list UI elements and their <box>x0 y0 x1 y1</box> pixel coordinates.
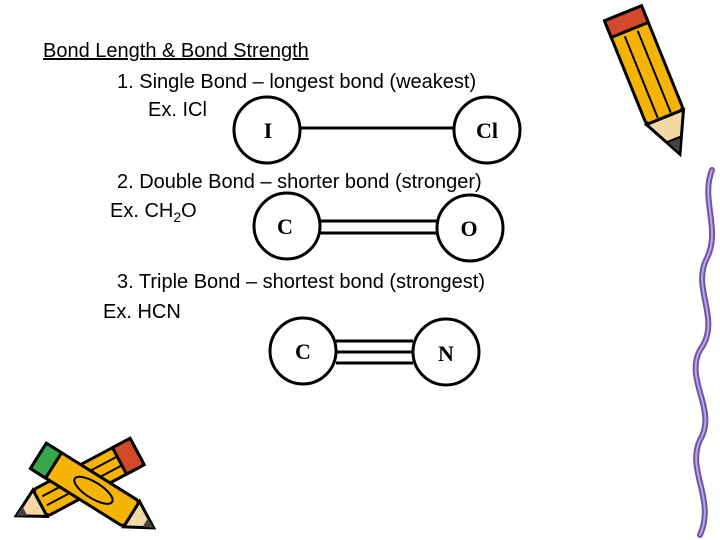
double-bond-line: 2. Double Bond – shorter bond (stronger) <box>117 171 482 193</box>
icl-diagram: I Cl <box>232 95 522 165</box>
single-bond-example-prefix: Ex. <box>148 99 183 121</box>
ch2o-diagram: C O <box>252 191 505 263</box>
pencil-icon <box>602 3 686 158</box>
atom-n-label: N <box>438 341 454 366</box>
double-bond-example-prefix: Ex. <box>110 200 145 222</box>
double-bond-example: Ex. CH2O <box>110 200 197 228</box>
atom-c-circle <box>252 191 322 261</box>
crossed-pencils-icon <box>13 436 157 530</box>
double-bond-example-formula-b: O <box>181 200 197 222</box>
single-bond-line: 1. Single Bond – longest bond (weakest) <box>117 71 477 93</box>
single-bond-example: Ex. ICl <box>148 99 207 121</box>
atom-o-label: O <box>460 216 477 241</box>
double-bond-example-formula-a: CH <box>144 200 174 222</box>
double-bond-example-subscript: 2 <box>173 209 182 225</box>
atom-cl-label: Cl <box>476 118 498 143</box>
hcn-diagram: C N <box>268 316 481 387</box>
single-bond-example-formula: ICl <box>182 99 207 121</box>
atom-cl-circle <box>452 95 522 165</box>
atom-c-label: C <box>277 214 293 239</box>
triple-bond-example-prefix: Ex. <box>103 301 138 323</box>
triple-bond-example: Ex. HCN <box>103 301 181 323</box>
slide-title: Bond Length & Bond Strength <box>43 40 309 62</box>
atom-i-label: I <box>264 118 273 143</box>
atom-o-circle <box>435 193 505 263</box>
atom-c2-label: C <box>295 339 311 364</box>
triple-bond-example-formula: HCN <box>137 301 181 323</box>
atom-i-circle <box>232 95 302 165</box>
triple-bond-line: 3. Triple Bond – shortest bond (stronges… <box>117 271 485 293</box>
